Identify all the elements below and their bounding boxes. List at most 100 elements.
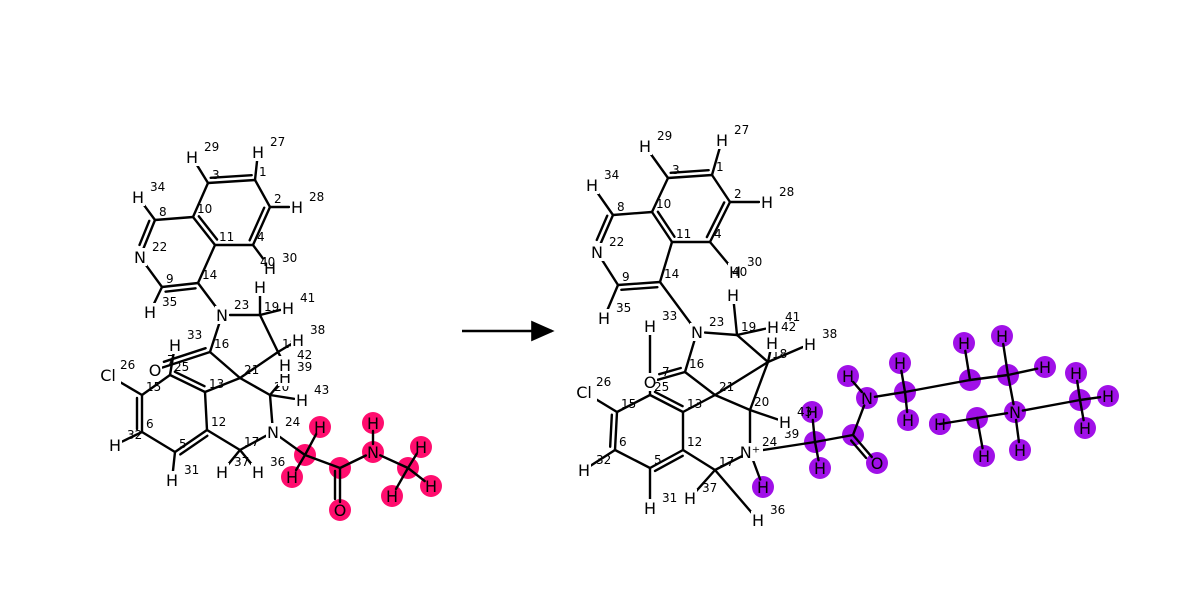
bond-line xyxy=(751,458,762,481)
bond-line xyxy=(1006,373,1015,406)
atom-label: H xyxy=(996,327,1008,346)
bond-line xyxy=(964,349,972,382)
label-backdrop xyxy=(728,263,742,281)
atom-label: H xyxy=(296,391,308,410)
highlight-disk xyxy=(991,325,1013,347)
atom-label: N xyxy=(1009,403,1021,422)
label-backdrop xyxy=(291,331,305,349)
atom-label: H xyxy=(684,489,696,508)
bond-line xyxy=(206,178,257,185)
bond-line xyxy=(903,378,972,394)
bond-line xyxy=(598,213,615,246)
label-backdrop xyxy=(690,323,704,341)
atom-label: H xyxy=(282,299,294,318)
atom-label: Cl xyxy=(100,366,116,385)
bond-line xyxy=(683,338,696,374)
atom-label: H xyxy=(578,461,590,480)
bond-line xyxy=(713,360,770,397)
atom-index: 41 xyxy=(300,291,315,305)
bond-line xyxy=(658,280,694,327)
label-backdrop xyxy=(253,278,267,296)
bond-line xyxy=(394,466,410,491)
atom-label: H xyxy=(386,487,398,506)
atom-label: N xyxy=(691,323,703,342)
atom-label: H xyxy=(729,263,741,282)
atom-label: H xyxy=(166,471,178,490)
bond-line xyxy=(975,412,1009,420)
atom-index: 16 xyxy=(214,337,229,351)
atom-label: N xyxy=(861,389,873,408)
bond-line xyxy=(171,450,177,474)
atom-index: 36 xyxy=(770,503,785,517)
bond-line xyxy=(406,452,418,470)
bond-line xyxy=(732,301,739,337)
atom-label: N xyxy=(267,423,279,442)
atom-index: 27 xyxy=(734,123,749,137)
label-backdrop xyxy=(215,463,229,481)
bond-line xyxy=(708,200,732,244)
bond-line xyxy=(975,416,984,450)
double-bond-line xyxy=(620,286,659,291)
label-backdrop xyxy=(726,286,740,304)
atom-index: 22 xyxy=(609,235,624,249)
atom-label: H xyxy=(109,436,121,455)
bond-line xyxy=(611,210,654,217)
atom-index: 1 xyxy=(716,160,724,174)
bond-line xyxy=(851,433,873,459)
atom-index: 28 xyxy=(309,190,324,204)
highlight-disk xyxy=(1004,401,1026,423)
atom-index: 12 xyxy=(687,435,702,449)
bond-line xyxy=(681,448,717,472)
atom-index: 43 xyxy=(314,383,329,397)
highlight-disk xyxy=(953,332,975,354)
label-backdrop xyxy=(683,489,697,507)
atom-index: 19 xyxy=(264,300,279,314)
bond-line xyxy=(735,327,767,337)
atom-index: 3 xyxy=(672,163,680,177)
label-backdrop xyxy=(290,198,304,216)
atom-label: H xyxy=(644,499,656,518)
label-backdrop xyxy=(143,303,157,321)
atom-index: 28 xyxy=(779,185,794,199)
label-backdrop xyxy=(643,317,657,335)
label-backdrop xyxy=(590,243,604,261)
atom-label: H xyxy=(644,317,656,336)
atom-index: 30 xyxy=(747,255,762,269)
bond-line xyxy=(658,240,674,284)
bond-line xyxy=(852,380,863,394)
bond-line xyxy=(600,257,620,287)
atom-index: 4 xyxy=(257,230,265,244)
double-bond-line xyxy=(705,201,726,239)
label-backdrop xyxy=(281,299,295,317)
highlight-disk xyxy=(329,499,351,521)
atom-label: H xyxy=(598,309,610,328)
bond-line xyxy=(708,240,732,268)
label-backdrop xyxy=(766,318,780,336)
atom-index: 35 xyxy=(162,295,177,309)
label-backdrop xyxy=(643,499,657,517)
label-backdrop xyxy=(266,423,280,441)
highlight-disk xyxy=(897,409,919,431)
bond-line xyxy=(650,210,674,244)
bond-line xyxy=(208,321,221,354)
bond-line xyxy=(173,428,209,454)
double-bond-line xyxy=(849,439,868,460)
bond-line xyxy=(613,448,652,470)
bond-line xyxy=(589,448,617,467)
atom-index: 24 xyxy=(762,435,777,449)
atom-index: 14 xyxy=(202,268,217,282)
bond-line xyxy=(756,440,817,452)
bond-line xyxy=(968,373,1010,382)
highlight-disk xyxy=(889,352,911,374)
bond-line xyxy=(615,393,652,414)
bond-line xyxy=(141,202,157,222)
label-backdrop xyxy=(185,148,199,166)
highlight-disk xyxy=(1074,417,1096,439)
atom-index: 42 xyxy=(297,348,312,362)
bond-line xyxy=(903,390,909,414)
bond-line xyxy=(766,349,772,364)
reactant-molecule: 123489101114N22N2316O7211918201325156512… xyxy=(100,135,442,521)
atom-index: 16 xyxy=(689,357,704,371)
atom-label: H xyxy=(586,176,598,195)
bond-line xyxy=(766,345,804,364)
